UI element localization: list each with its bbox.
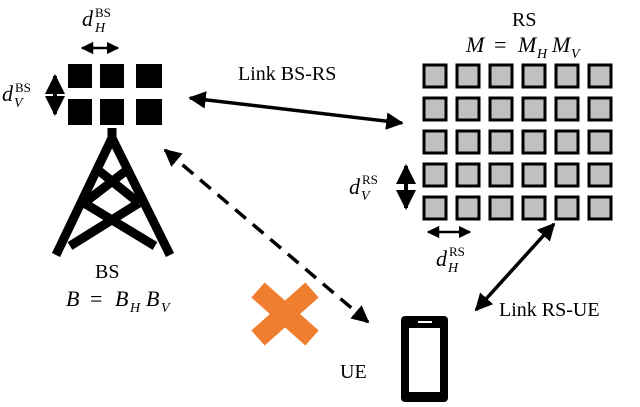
rs-equation: M = M H M V [465,32,581,62]
rs-element [587,96,613,122]
svg-text:RS: RS [449,244,465,259]
svg-text:V: V [14,96,24,111]
svg-text:d: d [82,6,94,31]
rs-element [422,63,448,89]
svg-text:H: H [536,47,548,62]
svg-text:V: V [361,189,371,204]
phone-icon [401,316,448,402]
svg-text:V: V [571,47,581,62]
rs-element [422,195,448,221]
rs-element [455,162,481,188]
bs-equation: B = B H B V [66,286,171,316]
svg-text:B: B [66,286,79,311]
link-rs-ue-arrow [474,222,556,312]
tower-icon [51,128,175,257]
rs-element [521,129,547,155]
rs-element [455,96,481,122]
svg-text:M: M [517,32,538,57]
rs-element [455,63,481,89]
bs-dv-label: d V BS [2,80,31,111]
rs-element [554,96,580,122]
svg-text:RS: RS [362,172,378,187]
bs-element [68,99,92,125]
svg-text:B: B [115,286,128,311]
link-bs-rs-label: Link BS-RS [238,63,336,85]
link-rs-ue-label: Link RS-UE [499,299,600,321]
rs-dv-label: d V RS [349,172,378,204]
svg-text:d: d [2,81,14,106]
rs-element [422,129,448,155]
bs-element [100,99,124,125]
svg-text:d: d [349,174,361,199]
rs-element [587,195,613,221]
svg-text:M: M [551,32,572,57]
rs-element [554,195,580,221]
svg-text:=: = [90,286,102,311]
svg-text:BS: BS [95,5,111,20]
rs-element [422,162,448,188]
svg-text:V: V [161,301,171,316]
svg-text:H: H [447,261,459,276]
rs-element [587,162,613,188]
rs-element [521,96,547,122]
rs-antenna-array [422,63,613,221]
rs-element [488,96,514,122]
rs-element [587,63,613,89]
rs-name: RS [512,9,536,31]
rs-element [422,96,448,122]
rs-element [455,195,481,221]
bs-name: BS [95,261,119,283]
bs-element [136,64,162,88]
svg-text:M: M [465,32,486,57]
ue-name: UE [340,361,367,383]
bs-antenna-array [68,64,162,125]
rs-element [488,129,514,155]
rs-element [488,195,514,221]
rs-element [488,162,514,188]
cross-icon [251,282,319,346]
link-bs-rs-arrow [188,91,404,130]
rs-element [521,63,547,89]
rs-element [521,162,547,188]
rs-element [554,129,580,155]
rs-element [455,129,481,155]
rs-element [488,63,514,89]
rs-element [554,63,580,89]
bs-element [100,64,124,88]
bs-dh-label: d H BS [82,5,111,36]
rs-dh-label: d H RS [436,244,465,276]
svg-text:B: B [146,286,159,311]
svg-text:BS: BS [15,80,31,95]
rs-element [521,195,547,221]
bs-element [68,64,92,88]
bs-element [136,99,162,125]
svg-text:d: d [436,246,448,271]
svg-text:=: = [494,32,506,57]
svg-text:H: H [129,301,141,316]
rs-element [554,162,580,188]
rs-element [587,129,613,155]
svg-text:H: H [94,21,106,36]
